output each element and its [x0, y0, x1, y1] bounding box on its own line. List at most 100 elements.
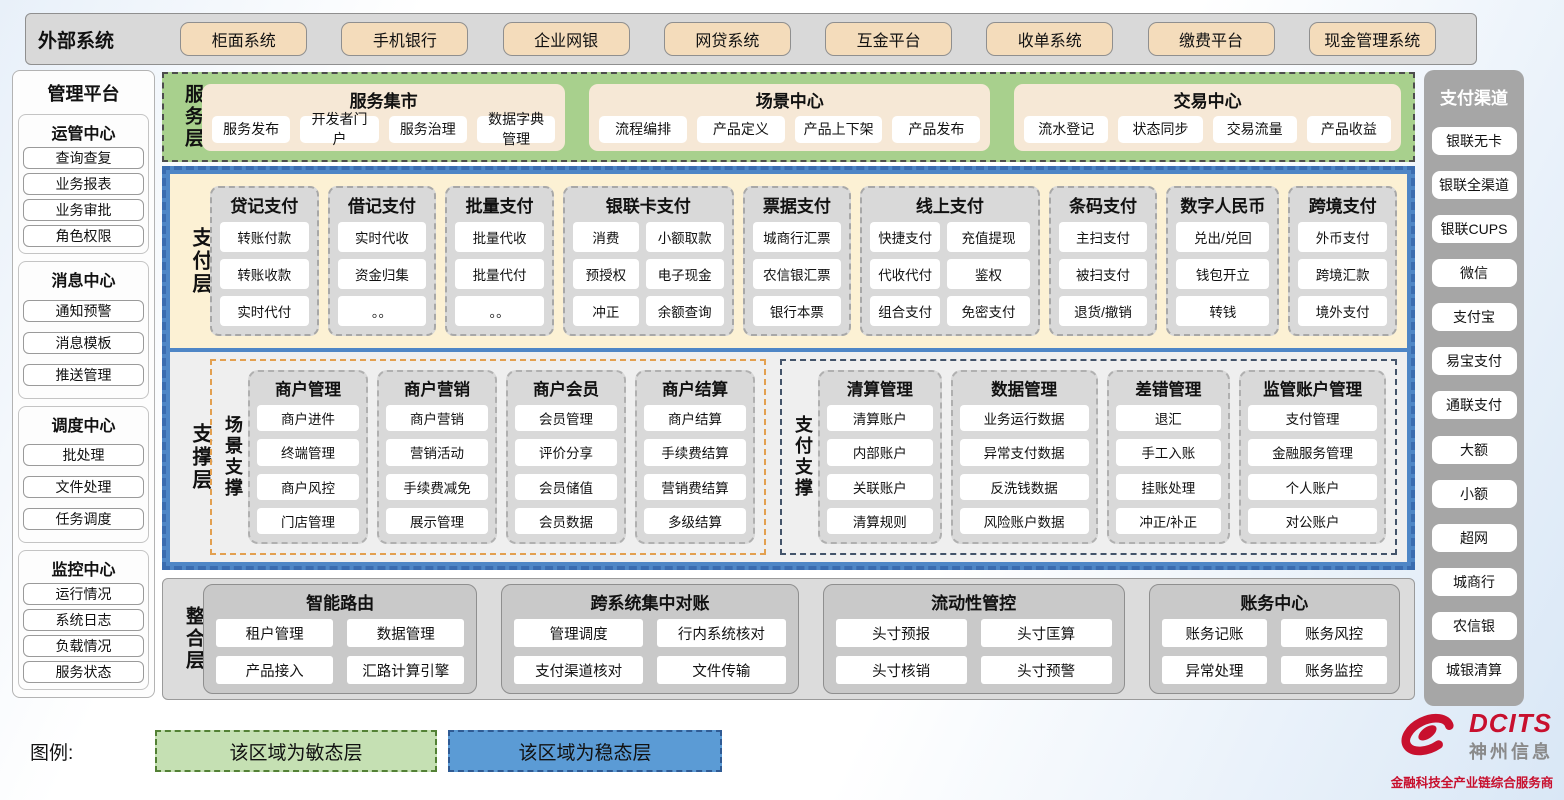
stable-layer-box: 支付层 贷记支付 转账付款转账收款实时代付 借记支付 实时代收资金归集。。 批量…: [162, 166, 1415, 570]
integration-item-box: 头寸预报: [835, 619, 967, 647]
group-title: 监管账户管理: [1263, 381, 1363, 399]
channel-box: 农信银: [1431, 611, 1517, 640]
support-item-box: 手工入账: [1115, 439, 1222, 466]
channel-box: 易宝支付: [1431, 347, 1517, 376]
group-title: 数字人民币: [1180, 197, 1266, 216]
support-item-box: 商户进件: [257, 405, 359, 432]
integration-sections: 智能路由 租户管理数据管理产品接入汇路计算引擎 跨系统集中对账 管理调度行内系统…: [203, 584, 1400, 694]
payment-support-groups: 清算管理 清算账户内部账户关联账户清算规则 数据管理 业务运行数据异常支付数据反…: [816, 361, 1395, 553]
channel-box: 小额: [1431, 479, 1517, 508]
service-item-box: 开发者门户: [300, 111, 379, 147]
service-item-box: 状态同步: [1118, 115, 1203, 143]
paysup-group-error: 差错管理 退汇手工入账挂账处理冲正/补正: [1106, 370, 1231, 544]
service-item-box: 产品收益: [1306, 115, 1391, 143]
management-item-box: 消息模板: [23, 331, 144, 354]
support-item-box: 商户营销: [386, 405, 488, 432]
support-item-box: 内部账户: [827, 439, 933, 466]
group-title: 线上支付: [915, 197, 984, 216]
logo-tagline: 金融科技全产业链综合服务商: [1390, 776, 1554, 790]
management-item-box: 系统日志: [23, 609, 144, 631]
support-item-box: 异常支付数据: [959, 439, 1089, 466]
channel-box: 大额: [1431, 435, 1517, 464]
service-panel-scene-center: 场景中心 流程编排产品定义产品上下架产品发布: [589, 83, 991, 151]
support-item-box: 个人账户: [1248, 473, 1377, 500]
payment-item-box: 。。: [337, 296, 427, 326]
scene-group-merchant-mgmt: 商户管理 商户进件终端管理商户风控门店管理: [248, 370, 368, 544]
integration-item-box: 账务风控: [1281, 619, 1387, 647]
support-item-box: 金融服务管理: [1248, 439, 1377, 466]
group-title: 商户管理: [275, 381, 341, 399]
section-title: 智能路由: [306, 594, 375, 613]
group-title: 借记支付: [347, 197, 416, 216]
support-item-box: 风险账户数据: [959, 507, 1089, 534]
group-title: 贷记支付: [230, 197, 299, 216]
payment-item-box: 钱包开立: [1176, 259, 1270, 289]
dcits-swirl-icon: [1391, 706, 1465, 767]
section-title: 账务中心: [1240, 594, 1309, 613]
support-item-box: 清算账户: [827, 405, 933, 432]
integration-liquidity: 流动性管控 头寸预报头寸匡算头寸核销头寸预警: [822, 584, 1125, 694]
group-title: 监控中心: [51, 562, 116, 579]
support-item-box: 对公账户: [1248, 507, 1377, 534]
management-item-box: 角色权限: [23, 225, 144, 247]
scene-support-label: 场景支撑: [223, 415, 243, 499]
legend-stable-layer: 该区域为稳态层: [448, 730, 722, 772]
management-item-box: 服务状态: [23, 661, 144, 683]
payment-group-cross-border: 跨境支付 外币支付跨境汇款境外支付: [1288, 186, 1397, 336]
payment-item-box: 。。: [455, 296, 544, 326]
payment-item-box: 批量代收: [455, 222, 544, 252]
payment-group-unionpay-card: 银联卡支付 消费小额取款预授权电子现金冲正余额查询: [562, 186, 734, 336]
section-title: 跨系统集中对账: [590, 594, 710, 613]
payment-group-digital-rmb: 数字人民币 兑出/兑回钱包开立转钱: [1166, 186, 1280, 336]
external-system-box: 互金平台: [825, 22, 953, 56]
group-title: 商户结算: [662, 381, 728, 399]
external-systems-bar: 外部系统 柜面系统手机银行企业网银网贷系统互金平台收单系统缴费平台现金管理系统: [25, 13, 1477, 65]
channel-box: 银联CUPS: [1431, 215, 1517, 244]
management-groups: 运管中心 查询查复业务报表业务审批角色权限 消息中心 通知预警消息模板推送管理 …: [13, 112, 154, 697]
external-system-box: 手机银行: [341, 22, 469, 56]
service-item-box: 流程编排: [599, 115, 688, 143]
payment-item-box: 转钱: [1176, 296, 1270, 326]
payment-item-box: 兑出/兑回: [1176, 222, 1270, 252]
integration-item-box: 头寸预警: [980, 656, 1112, 684]
payment-layer: 支付层 贷记支付 转账付款转账收款实时代付 借记支付 实时代收资金归集。。 批量…: [170, 174, 1407, 348]
integration-item-box: 数据管理: [347, 619, 465, 647]
scene-group-merchant-member: 商户会员 会员管理评价分享会员储值会员数据: [506, 370, 626, 544]
support-layer: 支撑层 场景支撑 商户管理 商户进件终端管理商户风控门店管理 商户营销 商户营销…: [170, 352, 1407, 562]
panel-title: 场景中心: [755, 91, 824, 111]
integration-item-box: 头寸核销: [835, 656, 967, 684]
payment-group-credit: 贷记支付 转账付款转账收款实时代付: [210, 186, 319, 336]
support-item-box: 关联账户: [827, 473, 933, 500]
integration-item-box: 租户管理: [216, 619, 334, 647]
support-item-box: 手续费减免: [386, 473, 488, 500]
payment-item-box: 农信银汇票: [752, 259, 842, 289]
service-item-box: 产品定义: [697, 115, 785, 143]
management-group-monitoring: 监控中心 运行情况系统日志负载情况服务状态: [18, 550, 149, 690]
support-item-box: 多级结算: [644, 507, 746, 534]
paysup-group-data: 数据管理 业务运行数据异常支付数据反洗钱数据风险账户数据: [950, 370, 1098, 544]
management-group-operations: 运管中心 查询查复业务报表业务审批角色权限: [18, 114, 149, 254]
scene-group-merchant-settlement: 商户结算 商户结算手续费结算营销费结算多级结算: [635, 370, 755, 544]
management-item-box: 文件处理: [23, 476, 144, 499]
external-systems-label: 外部系统: [38, 30, 115, 52]
service-item-box: 数据字典管理: [476, 111, 556, 147]
payment-item-box: 组合支付: [870, 296, 941, 326]
service-panels: 服务集市 服务发布开发者门户服务治理数据字典管理 场景中心 流程编排产品定义产品…: [202, 83, 1401, 151]
payment-item-box: 城商行汇票: [752, 222, 842, 252]
integration-item-box: 账务监控: [1281, 656, 1387, 684]
service-item-box: 产品发布: [892, 115, 981, 143]
management-item-box: 批处理: [23, 444, 144, 467]
payment-item-box: 小额取款: [645, 222, 724, 252]
payment-item-box: 消费: [572, 222, 639, 252]
payment-item-box: 被扫支付: [1058, 259, 1148, 289]
external-system-box: 柜面系统: [180, 22, 308, 56]
external-system-box: 现金管理系统: [1308, 22, 1436, 56]
support-item-box: 门店管理: [257, 507, 359, 534]
support-item-box: 会员管理: [515, 405, 617, 432]
payment-item-box: 实时代付: [220, 296, 309, 326]
scene-support-area: 场景支撑 商户管理 商户进件终端管理商户风控门店管理 商户营销 商户营销营销活动…: [210, 359, 766, 555]
payment-support-area: 支付支撑 清算管理 清算账户内部账户关联账户清算规则 数据管理 业务运行数据异常…: [780, 359, 1397, 555]
channel-box: 城银清算: [1431, 655, 1517, 684]
